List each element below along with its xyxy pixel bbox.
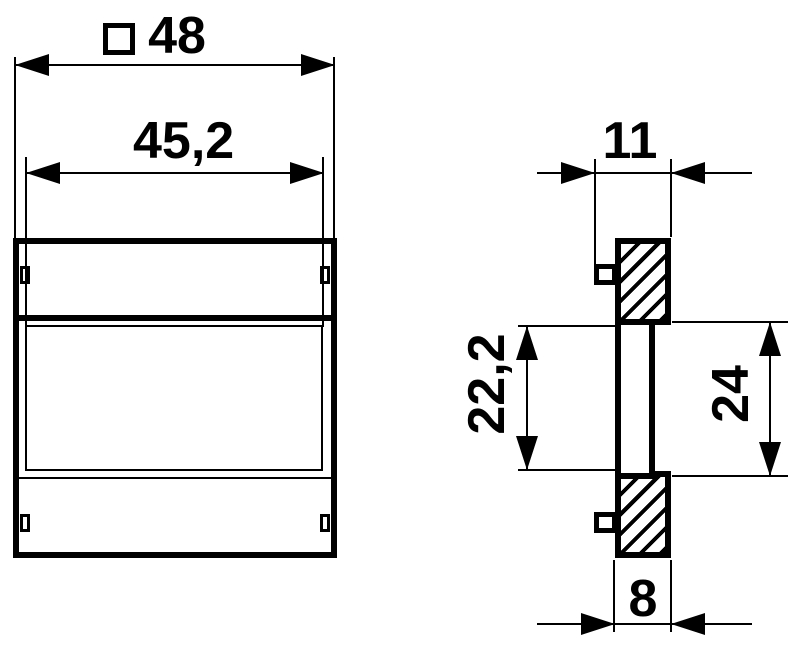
- dim-label-cutout-width: 45,2: [133, 112, 235, 170]
- extension-line: [672, 475, 788, 477]
- dimension-line: [15, 64, 335, 66]
- extension-line: [672, 321, 788, 323]
- arrowhead-icon: [671, 613, 705, 635]
- arrowhead-icon: [581, 613, 615, 635]
- clip-mark-bottom-right: [320, 514, 330, 532]
- arrowhead-icon: [516, 436, 538, 470]
- arrowhead-icon: [671, 162, 705, 184]
- arrowhead-icon: [290, 162, 324, 184]
- clip-profile-bottom: [594, 512, 617, 533]
- bezel-bottom-band-separator: [19, 477, 331, 479]
- clip-mark-bottom-left: [20, 514, 30, 532]
- dim-label-body-height: 24: [702, 365, 760, 423]
- extension-line: [518, 469, 615, 471]
- dimension-line: [26, 172, 324, 174]
- arrowhead-icon: [759, 442, 781, 476]
- arrowhead-icon: [15, 54, 49, 76]
- extension-line: [613, 560, 615, 632]
- bezel-section-bottom: [615, 471, 671, 558]
- arrowhead-icon: [301, 54, 335, 76]
- bezel-section-top: [615, 238, 671, 325]
- dimension-line: [769, 322, 771, 476]
- arrowhead-icon: [26, 162, 60, 184]
- dimension-line: [526, 326, 528, 470]
- extension-line: [322, 157, 324, 327]
- extension-line: [594, 159, 596, 264]
- arrowhead-icon: [561, 162, 595, 184]
- square-section-symbol-icon: [103, 23, 135, 55]
- dim-label-cutout-height: 22,2: [458, 333, 516, 435]
- dimension-line: [537, 623, 752, 625]
- dim-label-bezel-depth: 11: [602, 112, 658, 170]
- dim-label-body-depth: 8: [628, 570, 658, 628]
- bezel-top-band-separator: [19, 315, 331, 321]
- extension-line: [670, 159, 672, 237]
- extension-line: [14, 57, 16, 240]
- dim-label-overall-width: 48: [148, 7, 206, 65]
- dimension-line: [537, 172, 752, 174]
- arrowhead-icon: [516, 326, 538, 360]
- clip-mark-top-right: [320, 266, 330, 284]
- extension-line: [25, 157, 27, 327]
- arrowhead-icon: [759, 322, 781, 356]
- extension-line: [670, 560, 672, 632]
- extension-line: [518, 325, 615, 327]
- clip-profile-top: [594, 264, 617, 285]
- extension-line: [333, 57, 335, 240]
- display-window: [25, 325, 323, 471]
- case-body-profile: [615, 319, 655, 479]
